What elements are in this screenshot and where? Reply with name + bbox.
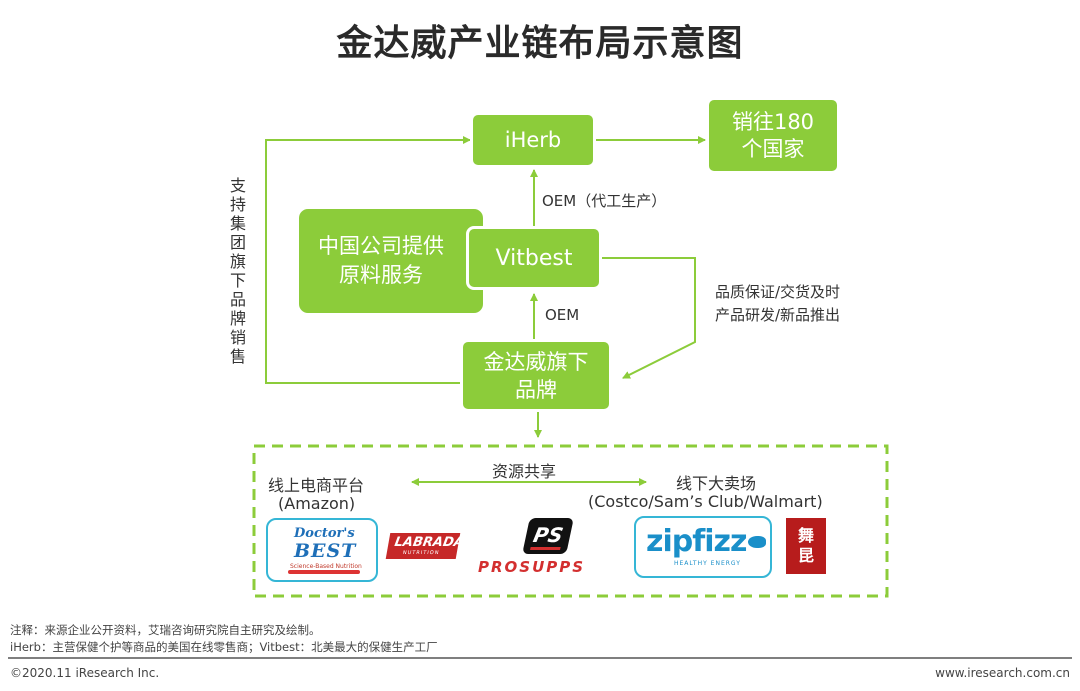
channel-offline: 线下大卖场 (676, 474, 757, 493)
edge-label-group-sales: 支持集团旗下品牌销售 (229, 176, 246, 366)
fifth-brand-mark: 舞昆 (797, 526, 814, 565)
labrada-word: LABRADA (393, 535, 466, 550)
logo-doctors-best: Doctor's BEST Science-Based Nutrition (266, 518, 378, 582)
node-vitbest-label: Vitbest (495, 245, 573, 271)
doctors-best-script: Doctor's (294, 526, 355, 541)
channel-shared: 资源共享 (492, 462, 557, 481)
edge-label-rnd: 产品研发/新品推出 (715, 306, 841, 324)
labrada-sub: NUTRITION (402, 550, 440, 556)
logo-labrada: LABRADA NUTRITION (385, 533, 465, 559)
doctors-best-word: BEST (294, 540, 357, 562)
arrow-brand-to-iherb (265, 136, 471, 384)
footer-url-text[interactable]: www.iresearch.com.cn (935, 666, 1070, 680)
note-definitions: iHerb：主营保健个护等商品的美国在线零售商；Vitbest：北美最大的保健生… (10, 640, 438, 654)
page-title: 金达威产业链布局示意图 (336, 23, 744, 64)
prosupps-mark-text: PS (530, 522, 566, 550)
edge-label-oem: OEM (545, 306, 580, 324)
zipfizz-word: zipfizz (646, 524, 747, 559)
node-brand-label: 金达威旗下品牌 (483, 349, 589, 402)
node-brand: 金达威旗下品牌 (460, 339, 612, 412)
node-iherb: iHerb (470, 112, 596, 168)
zipfizz-fish-icon (748, 536, 766, 548)
channel-offline-sub: (Costco/Sam’s Club/Walmart) (588, 492, 823, 511)
footer-copyright: ©2020.11 iResearch Inc. (10, 666, 160, 680)
arrow-vitbest-to-brand (599, 257, 696, 379)
node-vitbest: Vitbest (466, 226, 602, 290)
node-china-supplier: 中国公司提供原料服务 (296, 206, 486, 316)
node-china-supplier-label: 中国公司提供原料服务 (318, 234, 444, 287)
prosupps-mark: PS (522, 518, 574, 554)
channel-dashed-box (252, 444, 889, 598)
node-sales-label: 销往180个国家 (731, 109, 815, 161)
logo-fifth-brand: 舞昆 (786, 518, 826, 574)
node-iherb-label: iHerb (504, 128, 562, 152)
logo-prosupps: PS PROSUPPS (474, 516, 622, 580)
node-sales: 销往180个国家 (706, 97, 840, 174)
edge-label-quality: 品质保证/交货及时 (715, 283, 841, 301)
note-source: 注释：来源企业公开资料，艾瑞咨询研究院自主研究及绘制。 (10, 623, 321, 637)
channel-online-sub: (Amazon) (278, 494, 356, 513)
footer-url[interactable]: www.iresearch.com.cn (935, 666, 1070, 680)
doctors-best-swoosh (288, 570, 360, 574)
logo-zipfizz: zipfizz HEALTHY ENERGY (634, 516, 772, 578)
doctors-best-tagline: Science-Based Nutrition (290, 563, 362, 570)
zipfizz-sub: HEALTHY ENERGY (674, 560, 741, 567)
edge-label-oem-contract: OEM（代工生产） (542, 192, 667, 210)
channel-online: 线上电商平台 (268, 476, 365, 495)
prosupps-word: PROSUPPS (478, 558, 586, 576)
